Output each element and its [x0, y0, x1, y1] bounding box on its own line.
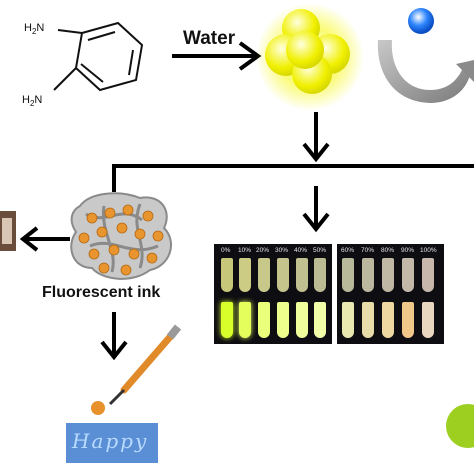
vial-daylight — [258, 258, 270, 292]
vial-uv — [277, 302, 289, 338]
vial-uv — [314, 302, 326, 338]
vial-uv — [402, 302, 414, 338]
percent-label: 100% — [420, 247, 437, 254]
vial-daylight — [422, 258, 434, 292]
percent-label: 50% — [313, 247, 327, 254]
vial-uv — [296, 302, 308, 338]
recycle-swoosh-icon — [377, 8, 474, 103]
percent-label: 60% — [341, 247, 355, 254]
percent-label: 0% — [221, 247, 231, 254]
vial-daylight — [382, 258, 394, 292]
percent-label: 80% — [381, 247, 395, 254]
vial-daylight — [296, 258, 308, 292]
carbon-dots-cluster — [256, 3, 364, 111]
amine-label-bottom: H2N — [22, 94, 43, 109]
percent-label: 10% — [238, 247, 252, 254]
vial-uv — [258, 302, 270, 338]
happy-text: Happy — [72, 429, 149, 453]
arrow-down-3 — [100, 312, 128, 361]
happy-writing-sample: Happy — [66, 423, 158, 463]
vial-daylight — [314, 258, 326, 292]
arrow-down-2 — [302, 186, 330, 233]
vial-uv — [239, 302, 251, 338]
vial-uv — [422, 302, 434, 338]
vial-uv — [362, 302, 374, 338]
fluorescent-ink-network — [70, 192, 173, 280]
vial-daylight — [362, 258, 374, 292]
percent-label: 30% — [275, 247, 289, 254]
arrow-left — [19, 226, 70, 252]
printed-product-image — [0, 211, 16, 251]
vial-photo-right: 60% 70% 80% 90% 100% — [337, 244, 444, 344]
water-label: Water — [183, 28, 236, 49]
vial-uv — [342, 302, 354, 338]
percent-label: 90% — [401, 247, 415, 254]
percent-label: 20% — [256, 247, 270, 254]
percent-label: 70% — [361, 247, 375, 254]
vial-daylight — [342, 258, 354, 292]
vial-uv — [221, 302, 233, 338]
vial-daylight — [239, 258, 251, 292]
amine-label-top: H2N — [24, 22, 45, 37]
percent-label: 40% — [294, 247, 308, 254]
vial-daylight — [277, 258, 289, 292]
fluorescent-ink-label: Fluorescent ink — [42, 284, 161, 301]
vial-daylight — [221, 258, 233, 292]
green-dot — [446, 404, 474, 448]
o-phenylenediamine-structure — [53, 21, 144, 92]
vial-photo-left: 0% 10% 20% 30% 40% 50% — [214, 244, 332, 344]
distribution-line — [112, 164, 474, 192]
arrow-down-1 — [302, 112, 330, 163]
pen-icon — [91, 324, 182, 415]
vial-uv — [382, 302, 394, 338]
vial-daylight — [402, 258, 414, 292]
